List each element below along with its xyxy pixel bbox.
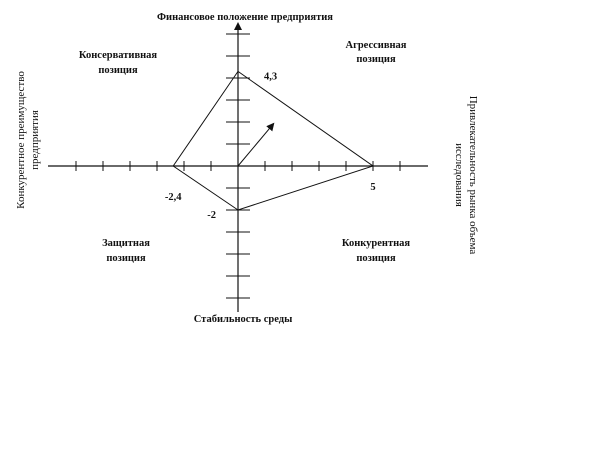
- right-axis-title: Привлекательность рынка объема: [467, 96, 479, 255]
- left-axis-title-2: предприятия: [29, 110, 41, 170]
- quadrant-defensive-line1: Защитная: [102, 238, 150, 249]
- vertex-labels: 4,3 5 -2 -2,4: [165, 71, 376, 221]
- vertex-label: -2,4: [165, 192, 182, 203]
- left-axis-title: Конкурентное преимущество: [15, 71, 27, 209]
- y-axis-ticks: [226, 33, 250, 299]
- vertex-label: -2: [207, 210, 216, 221]
- quadrant-aggressive-line1: Агрессивная: [345, 40, 406, 51]
- quadrant-aggressive-line2: позиция: [356, 54, 396, 65]
- vertex-label: 4,3: [264, 71, 277, 82]
- strategy-vector-arrow: [237, 122, 275, 167]
- quadrant-competitive-line2: позиция: [356, 253, 396, 264]
- bottom-axis-title: Стабильность среды: [194, 314, 293, 325]
- vertex-label: 5: [370, 182, 375, 193]
- quadrant-defensive-line2: позиция: [106, 253, 146, 264]
- position-polygon: [172, 70, 375, 211]
- right-axis-title-2: исследования: [453, 143, 465, 207]
- quadrant-conservative-line1: Консервативная: [79, 50, 158, 61]
- quadrant-conservative-line2: позиция: [98, 65, 138, 76]
- quadrant-competitive-line1: Конкурентная: [342, 238, 411, 249]
- top-axis-title: Финансовое положение предприятия: [157, 12, 333, 23]
